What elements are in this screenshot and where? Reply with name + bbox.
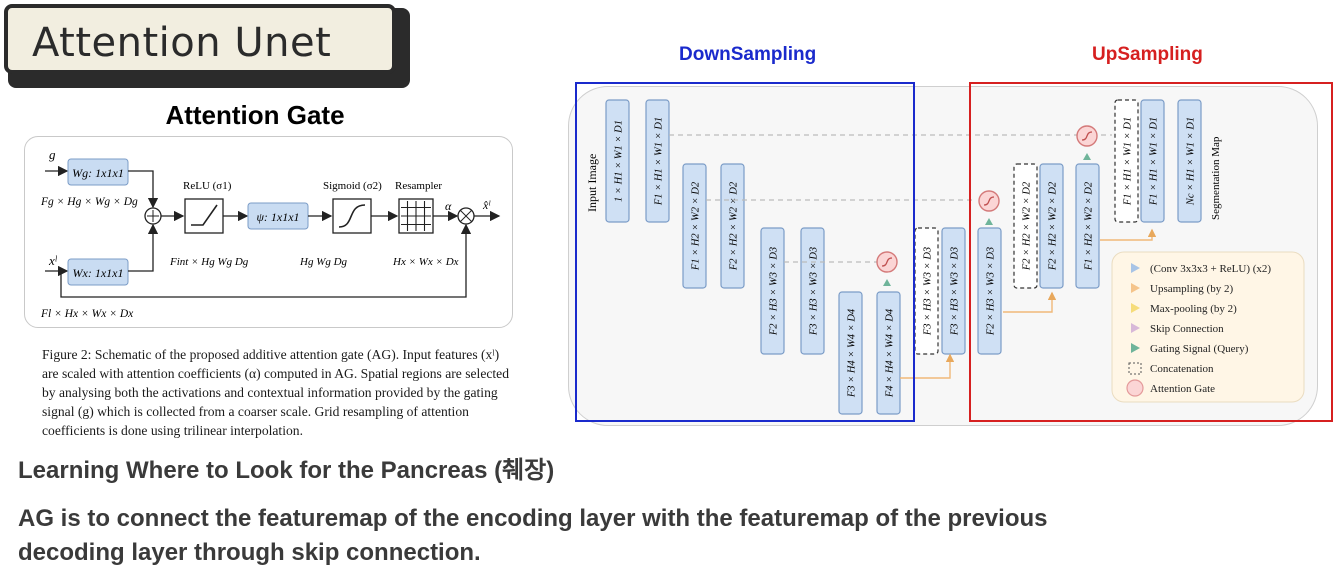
feature-block-label: F1 × H1 × W1 × D1 bbox=[1149, 117, 1160, 206]
relu-label: ReLU (σ1) bbox=[183, 180, 232, 192]
feature-block-label: 1 × H1 × W1 × D1 bbox=[614, 120, 625, 202]
legend-item: Skip Connection bbox=[1131, 323, 1224, 335]
output-label: x̂ˡ bbox=[482, 198, 491, 212]
body-line-3: decoding layer through skip connection. bbox=[18, 539, 481, 566]
feature-block-up-6: F1 × H1 × W1 × D1 bbox=[1114, 99, 1139, 223]
int-dims-label: Fint × Hg Wg Dg bbox=[169, 256, 249, 268]
wx-conv-box bbox=[67, 258, 129, 286]
feature-block-label: F2 × H2 × W2 × D2 bbox=[1048, 181, 1059, 271]
slide-title: Attention Unet bbox=[32, 20, 332, 66]
upsampling-frame bbox=[969, 82, 1333, 422]
legend-item: Gating Signal (Query) bbox=[1131, 343, 1249, 355]
feature-block-down-0: 1 × H1 × W1 × D1 bbox=[605, 99, 630, 223]
x-input-label: xˡ bbox=[48, 253, 58, 268]
feature-block-label: F3 × H3 × W3 × D3 bbox=[923, 247, 934, 336]
feature-block-label: F4 × H4 × W4 × D4 bbox=[885, 308, 896, 398]
feature-block-up-4: F2 × H2 × W2 × D2 bbox=[1039, 163, 1064, 289]
feature-block-label: Nc × H1 × W1 × D1 bbox=[1186, 117, 1197, 206]
feature-block-label: F2 × H2 × W2 × D2 bbox=[1022, 181, 1033, 271]
legend-item: Attention Gate bbox=[1126, 379, 1215, 397]
feature-block-up-2: F2 × H3 × W3 × D3 bbox=[977, 227, 1002, 355]
wx-conv-label: Wx: 1x1x1 bbox=[73, 266, 124, 280]
alpha-label: α bbox=[445, 199, 452, 213]
upsampling-path-2 bbox=[1100, 228, 1157, 241]
feature-block-up-5: F1 × H2 × W2 × D2 bbox=[1075, 163, 1100, 289]
feature-block-label: F1 × H1 × W1 × D1 bbox=[654, 117, 665, 206]
legend-label: Skip Connection bbox=[1150, 323, 1224, 335]
resampler-label: Resampler bbox=[395, 180, 442, 192]
upsampling-path-1 bbox=[1003, 291, 1057, 313]
resampled-dims-label: Hx × Wx × Dx bbox=[392, 256, 459, 268]
body-line-2: AG is to connect the featuremap of the e… bbox=[18, 505, 1048, 532]
x-dims-label: Fl × Hx × Wx × Dx bbox=[40, 308, 134, 320]
upsampling-path-0 bbox=[900, 353, 955, 379]
feature-block-down-4: F2 × H3 × W3 × D3 bbox=[760, 227, 785, 355]
legend-item: Concatenation bbox=[1128, 362, 1214, 375]
attention-gate-diagram: g Wg: 1x1x1 Fg × Hg × Wg × Dg xˡ Wx: 1x1… bbox=[24, 136, 513, 328]
relu-box bbox=[184, 198, 224, 234]
downsampling-label: DownSampling bbox=[679, 44, 817, 65]
hw-dims-label: Hg Wg Dg bbox=[299, 256, 348, 268]
feature-block-up-1: F3 × H3 × W3 × D3 bbox=[941, 227, 966, 355]
legend-label: Attention Gate bbox=[1150, 383, 1215, 395]
legend-box bbox=[1111, 251, 1305, 403]
sigmoid-label: Sigmoid (σ2) bbox=[323, 180, 382, 192]
legend-item: Max-pooling (by 2) bbox=[1131, 303, 1237, 315]
slide-title-box: Attention Unet bbox=[4, 4, 410, 88]
feature-block-down-7: F4 × H4 × W4 × D4 bbox=[876, 291, 901, 415]
wg-conv-box bbox=[67, 158, 129, 186]
input-image-label: Input Image bbox=[585, 154, 599, 212]
feature-block-label: F1 × H2 × W2 × D2 bbox=[1084, 181, 1095, 271]
feature-block-label: F2 × H3 × W3 × D3 bbox=[769, 247, 780, 336]
body-line-1: Learning Where to Look for the Pancreas … bbox=[18, 457, 555, 484]
legend-label: Concatenation bbox=[1150, 363, 1214, 375]
legend-label: (Conv 3x3x3 + ReLU) (x2) bbox=[1150, 263, 1271, 275]
wg-conv-label: Wg: 1x1x1 bbox=[72, 166, 124, 180]
feature-block-up-7: F1 × H1 × W1 × D1 bbox=[1140, 99, 1165, 223]
feature-block-label: F3 × H3 × W3 × D3 bbox=[809, 247, 820, 336]
g-input-label: g bbox=[49, 147, 56, 162]
feature-block-down-1: F1 × H1 × W1 × D1 bbox=[645, 99, 670, 223]
feature-block-label: F3 × H3 × W3 × D3 bbox=[950, 247, 961, 336]
upsampling-label: UpSampling bbox=[1092, 44, 1203, 65]
figure-caption: Figure 2: Schematic of the proposed addi… bbox=[42, 347, 510, 438]
attention-gate-svg: g Wg: 1x1x1 Fg × Hg × Wg × Dg xˡ Wx: 1x1… bbox=[40, 147, 501, 320]
legend-label: Gating Signal (Query) bbox=[1150, 343, 1249, 355]
psi-conv-label: ψ: 1x1x1 bbox=[256, 210, 299, 224]
gating-signal-arrow-0 bbox=[883, 279, 891, 286]
legend-label: Max-pooling (by 2) bbox=[1150, 303, 1237, 315]
title-frame: Attention Unet bbox=[4, 4, 396, 74]
feature-block-label: F1 × H2 × W2 × D2 bbox=[691, 181, 702, 271]
segmentation-map-label: Segmentation Map bbox=[1210, 136, 1222, 220]
feature-block-down-6: F3 × H4 × W4 × D4 bbox=[838, 291, 863, 415]
legend-label: Upsampling (by 2) bbox=[1150, 283, 1233, 295]
legend-item: Upsampling (by 2) bbox=[1131, 283, 1233, 295]
downsampling-frame bbox=[575, 82, 915, 422]
feature-block-label: F2 × H2 × W2 × D2 bbox=[729, 181, 740, 271]
feature-block-label: F2 × H3 × W3 × D3 bbox=[986, 247, 997, 336]
g-dims-label: Fg × Hg × Wg × Dg bbox=[40, 196, 138, 208]
attention-gate-heading: Attention Gate bbox=[165, 100, 345, 130]
feature-block-down-2: F1 × H2 × W2 × D2 bbox=[682, 163, 707, 289]
feature-block-up-3: F2 × H2 × W2 × D2 bbox=[1013, 163, 1038, 289]
feature-block-up-0: F3 × H3 × W3 × D3 bbox=[914, 227, 939, 355]
feature-block-down-3: F2 × H2 × W2 × D2 bbox=[720, 163, 745, 289]
feature-block-down-5: F3 × H3 × W3 × D3 bbox=[800, 227, 825, 355]
gating-signal-arrow-1 bbox=[985, 218, 993, 225]
feature-block-up-8: Nc × H1 × W1 × D1 bbox=[1177, 99, 1202, 223]
legend-item: (Conv 3x3x3 + ReLU) (x2) bbox=[1131, 263, 1271, 275]
feature-block-label: F1 × H1 × W1 × D1 bbox=[1123, 117, 1134, 206]
gating-signal-arrow-2 bbox=[1083, 153, 1091, 160]
feature-block-label: F3 × H4 × W4 × D4 bbox=[847, 308, 858, 398]
